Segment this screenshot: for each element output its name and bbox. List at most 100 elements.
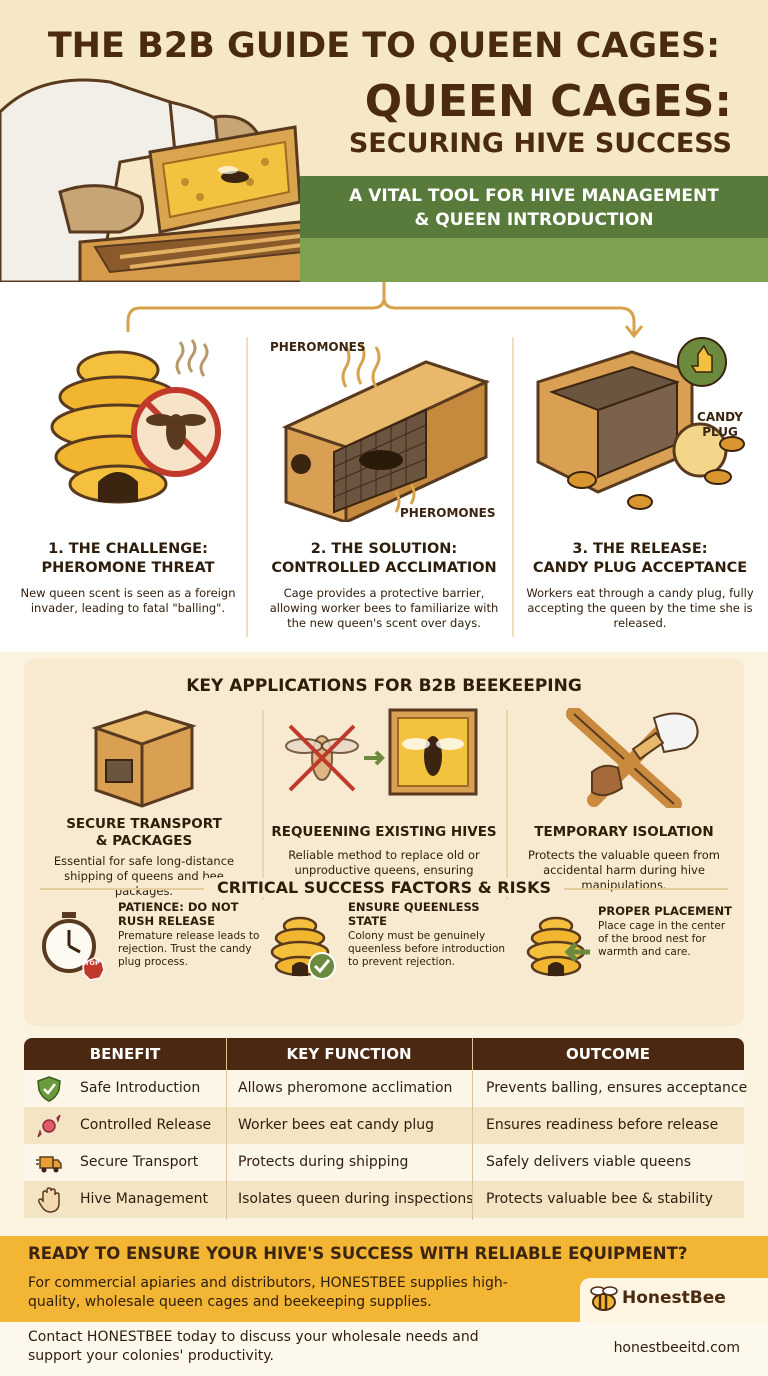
step-challenge: 1. THE CHALLENGE: PHEROMONE THREAT New q… [0,282,256,652]
step-1-title-line2: PHEROMONE THREAT [41,560,215,576]
application-1-title-line2: & PACKAGES [95,833,193,849]
risk-2-title-line1: ENSURE QUEENLESS [348,900,480,914]
candy-plug-label-line2: PLUG [702,425,738,439]
table-header: BENEFIT KEY FUNCTION OUTCOME [24,1038,744,1070]
process-steps: 1. THE CHALLENGE: PHEROMONE THREAT New q… [0,282,768,652]
application-transport: SECURE TRANSPORT & PACKAGES Essential fo… [24,708,264,908]
table-cell-function: Protects during shipping [238,1154,409,1170]
risk-placement: PROPER PLACEMENT Place cage in the cente… [520,902,760,1012]
application-1-description: Essential for safe long-distance shippin… [53,854,235,898]
hand-icon [38,1187,60,1213]
requeen-swap-icon [285,708,478,796]
step-solution: PHEROMONES PHEROMONES 2. THE SOLUTION: C… [256,282,512,652]
table-cell-outcome: Safely delivers viable queens [486,1154,692,1170]
table-header-benefit: BENEFIT [89,1045,161,1063]
step-1-title: 1. THE CHALLENGE: PHEROMONE THREAT [0,540,256,578]
table-row: Hive Management Isolates queen during in… [24,1181,744,1218]
header: THE B2B GUIDE TO QUEEN CAGES: QUEEN CAGE… [0,0,768,282]
step-3-title-line1: 3. THE RELEASE: [572,541,708,557]
application-requeening: REQUEENING EXISTING HIVES Reliable metho… [264,708,504,908]
risk-1-description: Premature release leads to rejection. Tr… [118,930,260,968]
table-header-outcome: OUTCOME [565,1045,651,1063]
table-cell-benefit: Controlled Release [80,1117,212,1133]
subtitle-line2: & QUEEN INTRODUCTION [414,210,654,230]
step-2-title-line1: 2. THE SOLUTION: [310,541,458,557]
risk-1-title: PATIENCE: DO NOT RUSH RELEASE [118,900,268,928]
honestbee-logo[interactable]: HonestBee [580,1278,768,1322]
step-1-description: New queen scent is seen as a foreign inv… [20,586,236,615]
applications-panel: KEY APPLICATIONS FOR B2B BEEKEEPING SECU… [24,658,744,1026]
candy-icon [37,1114,61,1138]
connector-arrows [126,282,644,339]
benefits-table: BENEFIT KEY FUNCTION OUTCOME Safe Introd… [24,1038,748,1220]
table-cell-outcome: Prevents balling, ensures acceptance [486,1080,748,1096]
subtitle-line1: A VITAL TOOL FOR HIVE MANAGEMENT [349,186,719,206]
footer-website-link[interactable]: honestbeeitd.com [613,1340,740,1356]
footer: Contact HONESTBEE today to discuss your … [0,1322,768,1376]
pheromones-label-top: PHEROMONES [270,340,366,354]
risk-3-description: Place cage in the center of the brood ne… [598,920,726,958]
application-isolation: TEMPORARY ISOLATION Protects the valuabl… [504,708,744,908]
risk-queenless: ENSURE QUEENLESS STATE Colony must be ge… [268,900,508,1012]
application-2-title: REQUEENING EXISTING HIVES [271,824,497,840]
call-to-action: READY TO ENSURE YOUR HIVE'S SUCCESS WITH… [0,1236,768,1322]
table-cell-function: Isolates queen during inspections [238,1191,474,1207]
candy-plug-label-line1: CANDY [697,410,743,424]
hive-check-icon [270,916,336,980]
package-box-icon [91,710,197,808]
risk-1-title-line2: RUSH RELEASE [118,914,216,928]
cta-title: READY TO ENSURE YOUR HIVE'S SUCCESS WITH… [28,1244,688,1263]
page-title-line1: THE B2B GUIDE TO QUEEN CAGES: [47,26,721,66]
applications-title: KEY APPLICATIONS FOR B2B BEEKEEPING [186,676,582,696]
app-divider [262,710,264,900]
subtitle-banner: A VITAL TOOL FOR HIVE MANAGEMENT & QUEEN… [300,176,768,282]
application-1-title-line1: SECURE TRANSPORT [66,816,222,832]
table-column-separator [226,1038,227,1220]
step-divider [246,337,248,637]
hive-no-bee-icon [50,339,221,504]
truck-icon [36,1156,62,1173]
candy-plug-label: CANDY PLUG [692,410,748,440]
cta-body: For commercial apiaries and distributors… [28,1275,508,1310]
pheromones-label-bottom: PHEROMONES [400,506,496,520]
queen-cage-icon [281,343,491,522]
step-2-title-line2: CONTROLLED ACCLIMATION [271,560,497,576]
table-cell-benefit: Secure Transport [80,1154,199,1170]
risks-title: CRITICAL SUCCESS FACTORS & RISKS [204,878,564,897]
table-cell-benefit: Hive Management [80,1191,208,1207]
step-2-title: 2. THE SOLUTION: CONTROLLED ACCLIMATION [256,540,512,578]
table-header-function: KEY FUNCTION [286,1045,412,1063]
step-3-title: 3. THE RELEASE: CANDY PLUG ACCEPTANCE [512,540,768,578]
hand-cage-frame-icon [566,708,699,808]
table-cell-function: Allows pheromone acclimation [238,1080,453,1096]
app-divider [506,710,508,900]
step-release: CANDY PLUG 3. THE RELEASE: CANDY PLUG AC… [512,282,768,652]
application-3-title: TEMPORARY ISOLATION [534,824,714,840]
table-cell-outcome: Ensures readiness before release [486,1117,719,1133]
table-cell-function: Worker bees eat candy plug [238,1117,435,1133]
risk-3-title: PROPER PLACEMENT [598,904,732,918]
risk-2-description: Colony must be genuinely queenless befor… [348,930,506,968]
bee-logo-icon [590,1286,618,1311]
table-row: Controlled Release Worker bees eat candy… [24,1107,744,1144]
stop-sign-label: STOP [80,959,100,967]
step-3-title-line2: CANDY PLUG ACCEPTANCE [532,560,748,576]
logo-text: HonestBee [622,1288,726,1308]
footer-contact: Contact HONESTBEE today to discuss your … [28,1329,479,1364]
page-title-line2: QUEEN CAGES: [364,76,732,127]
risk-2-title: ENSURE QUEENLESS STATE [348,900,508,928]
candy-plug-release-icon [536,337,745,510]
step-3-description: Workers eat through a candy plug, fully … [526,586,754,630]
table-cell-benefit: Safe Introduction [80,1080,201,1096]
hive-arrow-icon [526,916,590,977]
step-divider [512,337,514,637]
table-column-separator [472,1038,473,1220]
shield-check-icon [37,1076,61,1102]
risk-2-title-line2: STATE [348,914,387,928]
risk-1-title-line1: PATIENCE: DO NOT [118,900,239,914]
step-2-description: Cage provides a protective barrier, allo… [269,586,499,630]
application-1-title: SECURE TRANSPORT & PACKAGES [24,816,264,850]
table-row: Secure Transport Protects during shippin… [24,1144,744,1181]
stopwatch-stop-icon [42,912,105,981]
table-cell-outcome: Protects valuable bee & stability [486,1191,713,1207]
